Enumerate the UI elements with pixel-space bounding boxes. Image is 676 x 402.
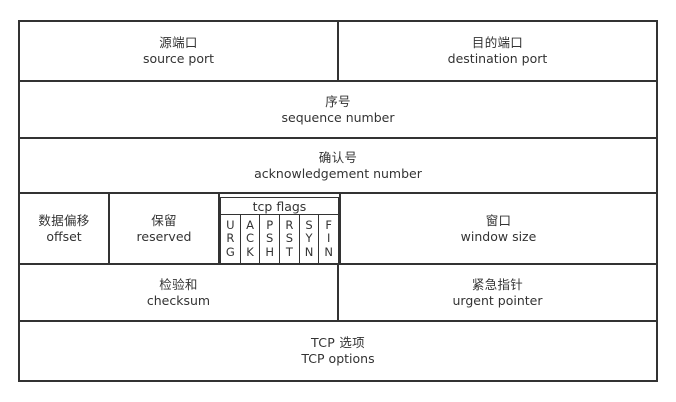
field-checksum: 检验和 checksum (20, 265, 339, 320)
field-destination-port-label-en: destination port (447, 51, 548, 66)
field-urgent-pointer: 紧急指针 urgent pointer (339, 265, 656, 320)
tcp-header-diagram: 源端口 source port 目的端口 destination port 序号… (18, 20, 658, 382)
header-row-options: TCP 选项 TCP options (20, 322, 656, 380)
field-tcp-options-label-en: TCP options (301, 351, 375, 366)
flag-fin-letter-2: I (326, 231, 331, 246)
field-sequence-number: 序号 sequence number (20, 82, 656, 137)
header-row-ports: 源端口 source port 目的端口 destination port (20, 22, 656, 82)
field-window-size: 窗口 window size (341, 194, 656, 263)
flag-urg-letter-1: U (226, 218, 235, 233)
flag-syn: S Y N (300, 215, 320, 263)
tcp-flags-columns: U R G A C K P S H R (221, 215, 340, 263)
field-data-offset-label-cn: 数据偏移 (38, 212, 90, 228)
flag-ack: A C K (241, 215, 261, 263)
flag-psh-letter-1: P (266, 218, 274, 233)
flag-rst-letter-1: R (285, 218, 294, 233)
field-data-offset: 数据偏移 offset (20, 194, 110, 263)
field-acknowledgement-number: 确认号 acknowledgement number (20, 139, 656, 192)
field-urgent-pointer-label-en: urgent pointer (452, 292, 543, 308)
flag-urg-letter-3: G (225, 244, 235, 259)
flag-urg-letter-2: R (226, 231, 235, 246)
field-tcp-options-label-cn: TCP 选项 (311, 335, 365, 350)
field-window-size-label-en: window size (460, 228, 537, 244)
flag-rst-letter-3: T (285, 244, 293, 259)
field-tcp-options: TCP 选项 TCP options (20, 322, 656, 380)
flag-psh-letter-3: H (265, 244, 274, 259)
field-source-port-label-en: source port (142, 51, 215, 66)
field-checksum-label-en: checksum (146, 292, 211, 308)
flag-fin-letter-1: F (325, 218, 332, 233)
flag-ack-letter-3: K (246, 244, 254, 259)
field-reserved-label-en: reserved (136, 228, 192, 244)
field-checksum-label-cn: 检验和 (159, 276, 198, 292)
flag-rst-letter-2: S (285, 231, 293, 246)
field-destination-port: 目的端口 destination port (339, 22, 656, 80)
field-sequence-number-label-en: sequence number (281, 109, 395, 125)
flag-psh-letter-2: S (266, 231, 274, 246)
flag-psh: P S H (260, 215, 281, 263)
flag-ack-letter-2: C (245, 231, 255, 246)
field-destination-port-label-cn: 目的端口 (471, 35, 524, 50)
flag-syn-letter-1: S (305, 218, 313, 233)
flag-fin: F I N (319, 215, 340, 263)
flag-rst: R S T (280, 215, 300, 263)
field-reserved-label-cn: 保留 (151, 212, 177, 228)
field-source-port-label-cn: 源端口 (159, 35, 198, 50)
header-row-checksum-urgent: 检验和 checksum 紧急指针 urgent pointer (20, 265, 656, 322)
flag-syn-letter-2: Y (305, 231, 313, 246)
field-sequence-number-label-cn: 序号 (325, 93, 351, 109)
field-acknowledgement-number-label-cn: 确认号 (318, 149, 358, 165)
field-source-port: 源端口 source port (20, 22, 339, 80)
field-urgent-pointer-label-cn: 紧急指针 (471, 276, 524, 292)
header-row-sequence: 序号 sequence number (20, 82, 656, 139)
flag-urg: U R G (221, 215, 241, 263)
tcp-flags-title: tcp flags (221, 198, 339, 215)
field-tcp-flags: tcp flags U R G A C K P S H (220, 194, 341, 263)
flag-syn-letter-3: N (304, 244, 314, 259)
field-window-size-label-cn: 窗口 (485, 212, 512, 228)
field-acknowledgement-number-label-en: acknowledgement number (254, 165, 422, 181)
flag-ack-letter-1: A (246, 218, 254, 233)
field-data-offset-label-en: offset (46, 228, 82, 244)
header-row-offset-flags-window: 数据偏移 offset 保留 reserved tcp flags U R G … (20, 194, 656, 265)
header-row-acknowledgement: 确认号 acknowledgement number (20, 139, 656, 194)
tcp-flags-box: tcp flags U R G A C K P S H (220, 197, 340, 263)
field-reserved: 保留 reserved (110, 194, 220, 263)
flag-fin-letter-3: N (324, 244, 333, 259)
